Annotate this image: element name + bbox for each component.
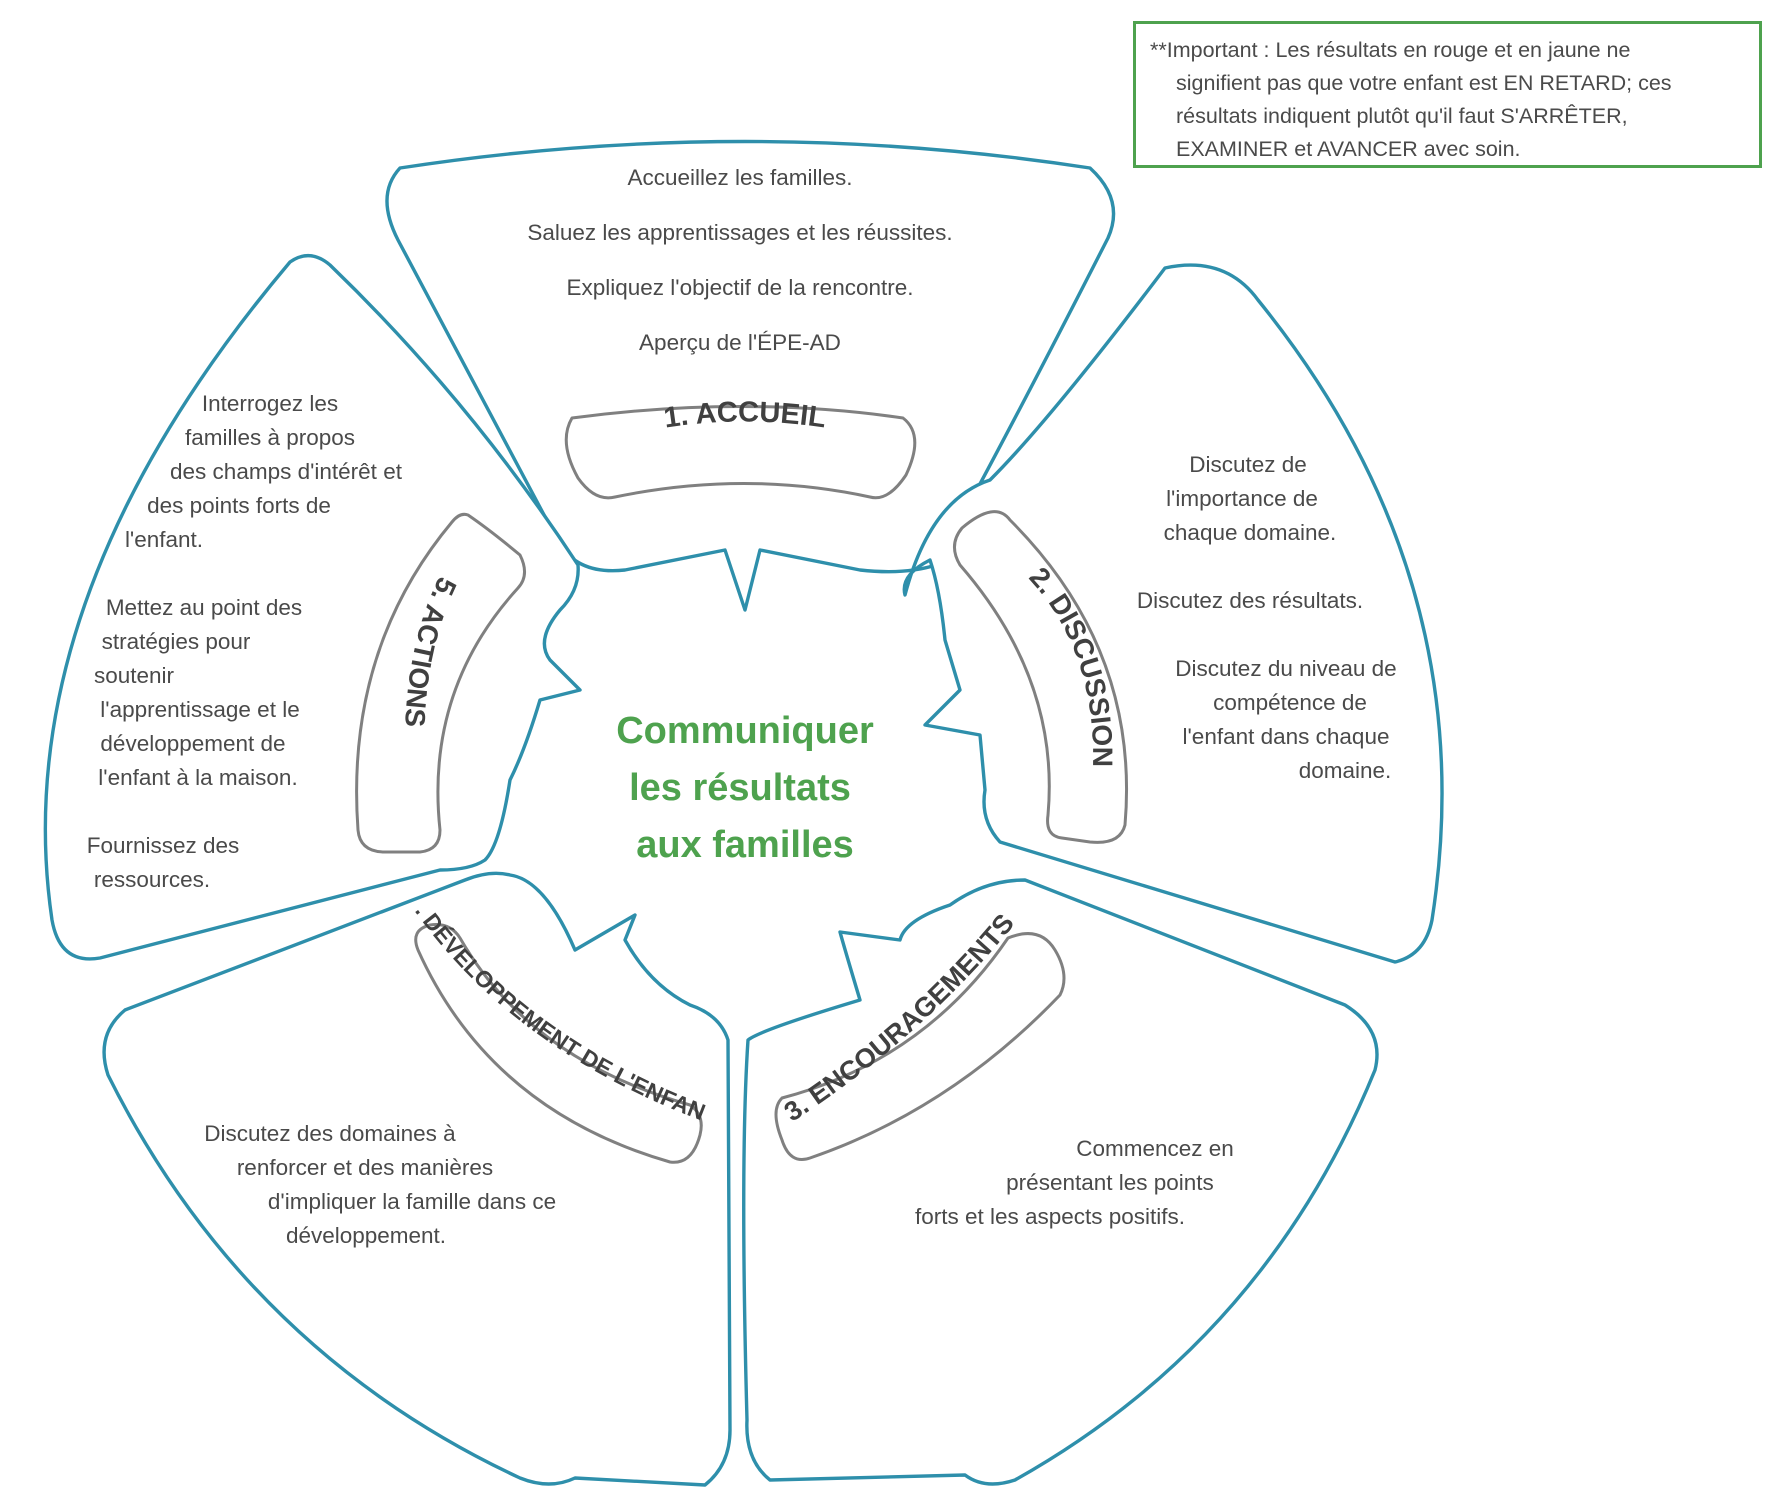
- accueil-line-4: Aperçu de l'ÉPE-AD: [639, 330, 841, 355]
- actions-line-9: l'apprentissage et le: [100, 697, 299, 722]
- discussion-line-3: chaque domaine.: [1164, 520, 1337, 545]
- petal-encouragements: 3. ENCOURAGEMENTS Commencez en présentan…: [742, 878, 1379, 1486]
- petal-actions: 5. ACTIONS Interrogez les familles à pro…: [43, 254, 582, 961]
- encouragements-line-1: Commencez en: [1076, 1136, 1234, 1161]
- tab-accueil: [564, 405, 917, 500]
- actions-line-10: développement de: [100, 731, 285, 756]
- note-line-2: signifient pas que votre enfant est EN R…: [1176, 71, 1672, 95]
- discussion-line-8: domaine.: [1299, 758, 1392, 783]
- accueil-line-2: Saluez les apprentissages et les réussit…: [527, 220, 952, 245]
- tab-actions: [355, 512, 526, 854]
- actions-line-1: Interrogez les: [202, 391, 338, 416]
- center-line-1: Communiquer: [616, 710, 874, 752]
- actions-line-2: familles à propos: [185, 425, 355, 450]
- discussion-line-7: l'enfant dans chaque: [1183, 724, 1390, 749]
- petal-actions-shape: [43, 254, 582, 961]
- developpement-line-2: renforcer et des manières: [237, 1155, 493, 1180]
- actions-line-11: l'enfant à la maison.: [98, 765, 297, 790]
- petal-developpement-shape: [102, 871, 732, 1487]
- encouragements-line-2: présentant les points: [1006, 1170, 1214, 1195]
- center-title: Communiquer les résultats aux familles: [616, 710, 874, 866]
- petal-encouragements-shape: [742, 878, 1379, 1486]
- petal-accueil: 1. ACCUEIL Accueillez les familles. Salu…: [385, 139, 1116, 612]
- tab-discussion: [953, 510, 1129, 844]
- actions-line-5: l'enfant.: [125, 527, 203, 552]
- actions-line-6: Mettez au point des: [106, 595, 302, 620]
- actions-line-4: des points forts de: [147, 493, 331, 518]
- actions-line-13: ressources.: [94, 867, 210, 892]
- tab-encouragements: [774, 932, 1066, 1161]
- accueil-line-3: Expliquez l'objectif de la rencontre.: [567, 275, 914, 300]
- tab-accueil-label: 1. ACCUEIL: [662, 396, 828, 434]
- developpement-line-4: développement.: [286, 1223, 446, 1248]
- developpement-line-1: Discutez des domaines à: [204, 1121, 456, 1146]
- actions-line-12: Fournissez des: [87, 833, 240, 858]
- developpement-line-3: d'impliquer la famille dans ce: [268, 1189, 556, 1214]
- important-note-box: **Important : Les résultats en rouge et …: [1133, 21, 1762, 168]
- actions-line-8: soutenir: [94, 663, 175, 688]
- center-line-2: les résultats: [629, 767, 851, 809]
- accueil-line-1: Accueillez les familles.: [627, 165, 852, 190]
- center-line-3: aux familles: [636, 824, 854, 866]
- discussion-line-1: Discutez de: [1189, 452, 1307, 477]
- actions-line-7: stratégies pour: [102, 629, 251, 654]
- note-line-4: EXAMINER et AVANCER avec soin.: [1176, 137, 1521, 161]
- petal-discussion: 2. DISCUSSION Discutez de l'importance d…: [902, 263, 1444, 964]
- note-line-3: résultats indiquent plutôt qu'il faut S'…: [1176, 104, 1628, 128]
- petal-discussion-shape: [902, 263, 1444, 964]
- discussion-line-6: compétence de: [1213, 690, 1367, 715]
- discussion-line-4: Discutez des résultats.: [1137, 588, 1363, 613]
- tab-developpement: [414, 923, 703, 1164]
- discussion-line-2: l'importance de: [1166, 486, 1318, 511]
- note-line-1: **Important : Les résultats en rouge et …: [1150, 38, 1631, 62]
- actions-line-3: des champs d'intérêt et: [170, 459, 403, 484]
- encouragements-line-3: forts et les aspects positifs.: [915, 1204, 1185, 1229]
- discussion-line-5: Discutez du niveau de: [1175, 656, 1396, 681]
